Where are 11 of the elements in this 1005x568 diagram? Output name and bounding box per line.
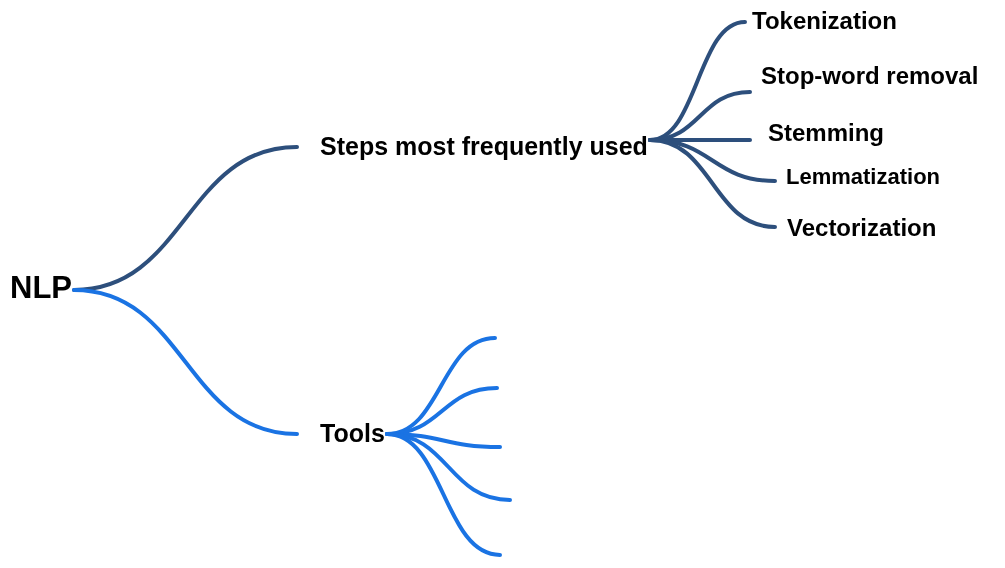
branch-topic: Steps most frequently used <box>320 133 648 161</box>
leaf-topic: Stop-word removal <box>761 62 979 90</box>
connector-curve <box>385 432 502 557</box>
root-topic: NLP <box>10 270 72 306</box>
leaf-topic: Lemmatization <box>786 164 941 190</box>
leaf-topic: Tokenization <box>752 7 897 35</box>
connector-curve <box>648 138 777 229</box>
leaf-topic: Stemming <box>768 119 884 147</box>
leaf-topic: Vectorization <box>787 214 937 242</box>
connector-curve <box>72 288 299 436</box>
branch-topic: Tools <box>320 420 385 448</box>
